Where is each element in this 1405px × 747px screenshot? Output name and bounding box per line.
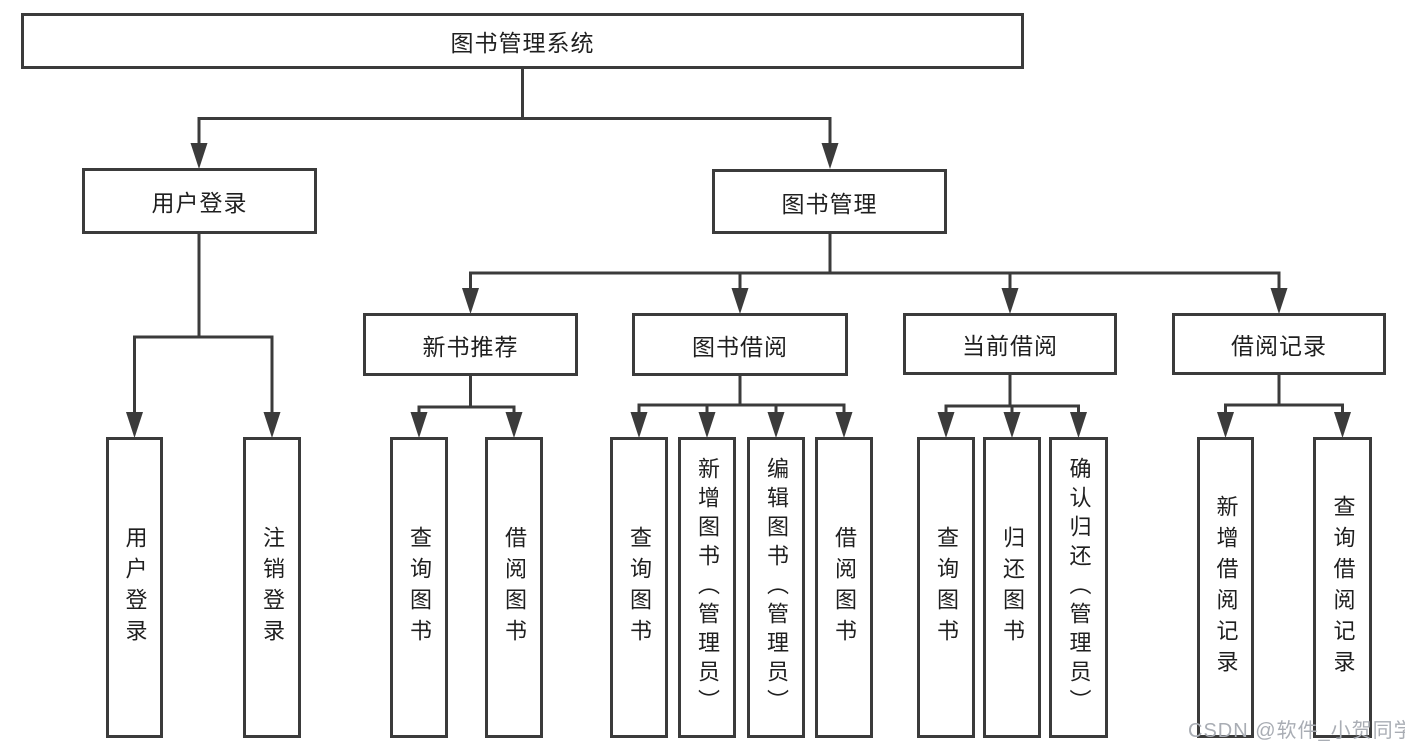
arrow-down-icon (126, 412, 143, 438)
leaf-label: 借阅图书 (502, 525, 527, 650)
leaf-query-books: 查询图书 (390, 437, 448, 738)
arrow-down-icon (1270, 288, 1288, 314)
leaf-label: 查询图书 (934, 525, 959, 650)
leaf-query-books: 查询图书 (917, 437, 975, 738)
leaf-label: 新增借阅记录 (1213, 494, 1239, 681)
arrow-down-icon (1003, 412, 1021, 438)
leaf-query-books: 查询图书 (610, 437, 668, 738)
arrow-down-icon (630, 412, 648, 438)
leaf-add-books-admin: 新增图书（管理员） (678, 437, 736, 738)
arrow-down-icon (821, 143, 839, 169)
arrow-down-icon (1334, 412, 1351, 438)
arrow-down-icon (767, 412, 785, 438)
leaf-label: 查询借阅记录 (1330, 494, 1356, 681)
arrow-down-icon (410, 412, 428, 438)
leaf-label: 新增图书（管理员） (695, 457, 720, 718)
leaf-borrow-books: 借阅图书 (485, 437, 543, 738)
arrow-down-icon (698, 412, 716, 438)
arrow-down-icon (1217, 412, 1234, 438)
leaf-label: 借阅图书 (832, 525, 857, 650)
leaf-query-borrow-record: 查询借阅记录 (1313, 437, 1372, 738)
leaf-edit-books-admin: 编辑图书（管理员） (747, 437, 805, 738)
leaf-borrow-books: 借阅图书 (815, 437, 873, 738)
arrow-down-icon (731, 288, 749, 314)
leaf-label: 编辑图书（管理员） (764, 457, 789, 718)
connector-lines (133, 69, 1344, 418)
leaf-label: 注销登录 (260, 525, 285, 650)
arrowheads (126, 143, 1351, 438)
node-user-login: 用户登录 (82, 168, 317, 234)
leaf-add-borrow-record: 新增借阅记录 (1197, 437, 1254, 738)
leaf-return-books: 归还图书 (983, 437, 1041, 738)
leaf-label: 用户登录 (122, 525, 148, 650)
arrow-down-icon (190, 143, 208, 169)
leaf-user-login: 用户登录 (106, 437, 163, 738)
watermark: CSDN @软件_小贺同学 (1188, 720, 1405, 742)
leaf-label: 查询图书 (627, 525, 652, 650)
arrow-down-icon (835, 412, 853, 438)
leaf-label: 确认归还（管理员） (1066, 457, 1092, 718)
arrow-down-icon (505, 412, 523, 438)
arrow-down-icon (937, 412, 955, 438)
leaf-confirm-return-admin: 确认归还（管理员） (1049, 437, 1108, 738)
node-current-borrow: 当前借阅 (903, 313, 1117, 375)
arrow-down-icon (1070, 412, 1087, 438)
arrow-down-icon (263, 412, 281, 438)
leaf-label: 查询图书 (407, 525, 432, 650)
leaf-label: 归还图书 (1000, 525, 1025, 650)
node-borrow-records: 借阅记录 (1172, 313, 1386, 375)
arrow-down-icon (462, 288, 479, 314)
node-book-borrow: 图书借阅 (632, 313, 848, 376)
node-book-management: 图书管理 (712, 169, 947, 234)
node-library-management-system: 图书管理系统 (21, 13, 1024, 69)
leaf-logout: 注销登录 (243, 437, 301, 738)
node-new-book-recommend: 新书推荐 (363, 313, 578, 376)
arrow-down-icon (1001, 288, 1019, 314)
